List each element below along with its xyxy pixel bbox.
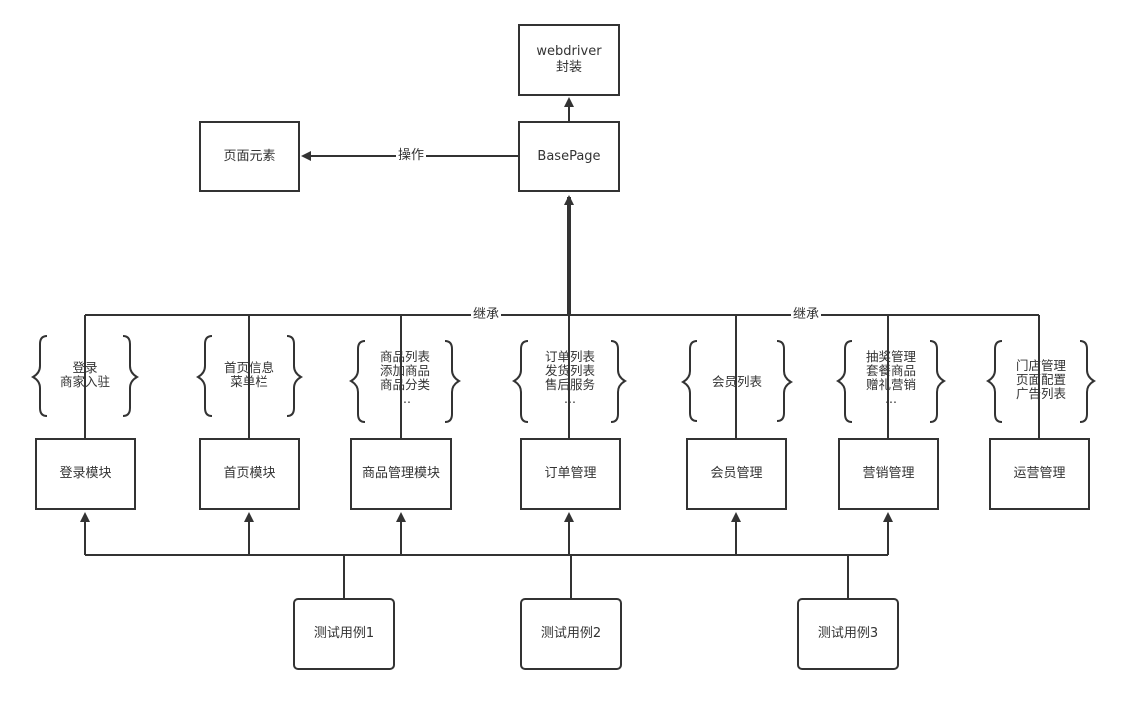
basepage-label: BasePage bbox=[537, 148, 601, 164]
operate-label: 操作 bbox=[396, 148, 427, 163]
module-items-4: 订单列表 发货列表 售后服务 ... bbox=[544, 349, 595, 406]
brace-group bbox=[30, 335, 1097, 423]
module-items-7: 门店管理 页面配置 广告列表 bbox=[1015, 358, 1066, 401]
module-items-3: 商品列表 添加商品 商品分类 ... bbox=[379, 349, 430, 406]
webdriver-label: webdriver封装 bbox=[536, 44, 602, 75]
module-box-goods: 商品管理模块 bbox=[350, 438, 452, 510]
module-box-home: 首页模块 bbox=[199, 438, 300, 510]
basepage-box: BasePage bbox=[518, 121, 620, 192]
test-case-3: 测试用例3 bbox=[797, 598, 899, 670]
module-items-2: 首页信息 菜单栏 bbox=[223, 360, 274, 389]
test-case-2: 测试用例2 bbox=[520, 598, 622, 670]
inherit-label-right: 继承 bbox=[791, 307, 822, 322]
module-box-login: 登录模块 bbox=[35, 438, 136, 510]
module-items-1: 登录 商家入驻 bbox=[59, 360, 110, 389]
module-items-5: 会员列表 bbox=[711, 374, 762, 389]
module-items-6: 抽奖管理 套餐商品 赠礼营销 ... bbox=[865, 349, 916, 406]
test-case-1: 测试用例1 bbox=[293, 598, 395, 670]
module-box-members: 会员管理 bbox=[686, 438, 787, 510]
module-box-marketing: 营销管理 bbox=[838, 438, 939, 510]
webdriver-box: webdriver封装 bbox=[518, 24, 620, 96]
inherit-label-left: 继承 bbox=[471, 307, 502, 322]
page-elements-box: 页面元素 bbox=[199, 121, 300, 192]
page-elements-label: 页面元素 bbox=[223, 148, 276, 164]
module-box-orders: 订单管理 bbox=[520, 438, 621, 510]
module-box-operations: 运营管理 bbox=[989, 438, 1090, 510]
